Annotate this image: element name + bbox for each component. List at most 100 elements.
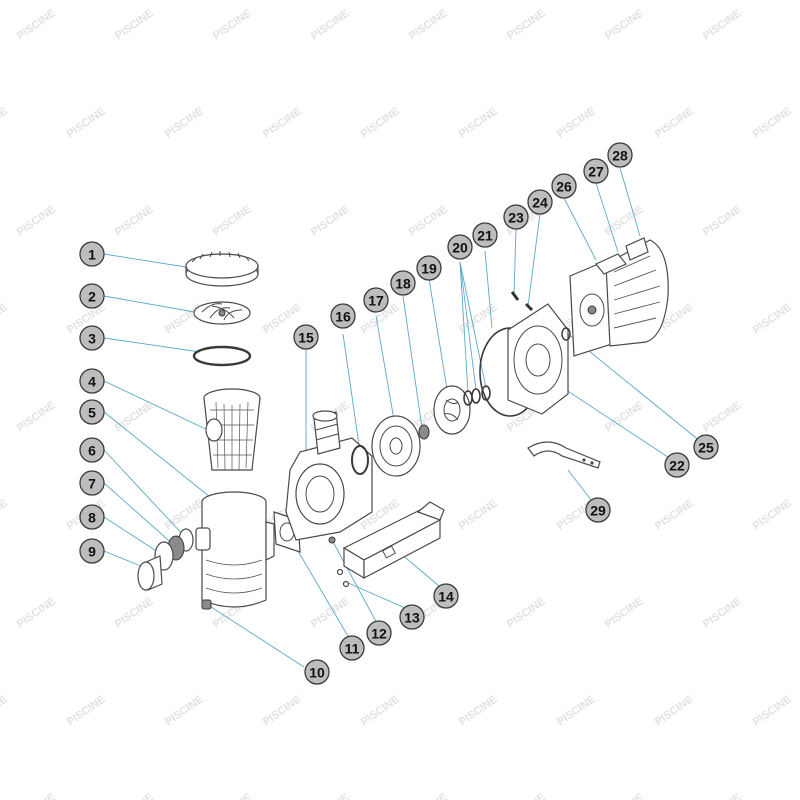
badge-4: 4 xyxy=(79,368,105,394)
strainer-basket xyxy=(203,388,261,471)
badge-27-circle xyxy=(583,158,609,184)
badge-10-circle xyxy=(304,659,330,685)
watermark-text: PISCINE xyxy=(603,7,646,42)
badge-14-circle xyxy=(433,583,459,609)
badge-13-circle xyxy=(399,604,425,630)
watermark-text: PISCINE xyxy=(505,595,548,630)
badge-5-circle xyxy=(79,399,105,425)
badge-24-label: 24 xyxy=(532,195,548,211)
watermark-text: PISCINE xyxy=(359,105,402,140)
watermark-text: PISCINE xyxy=(457,105,500,140)
impeller-nut xyxy=(418,424,430,440)
badge-22-circle xyxy=(664,452,690,478)
badge-27-label: 27 xyxy=(588,164,604,180)
badge-11-circle xyxy=(339,635,365,661)
badge-17-label: 17 xyxy=(368,293,384,309)
badge-20-label: 20 xyxy=(452,240,468,256)
watermark-text: PISCINE xyxy=(211,791,254,800)
badge-15-circle xyxy=(293,324,319,350)
badge-9: 9 xyxy=(79,538,105,564)
watermark-text: PISCINE xyxy=(701,203,744,238)
badge-23: 23 xyxy=(503,204,529,230)
watermark-text: PISCINE xyxy=(309,7,352,42)
watermark-text: PISCINE xyxy=(505,7,548,42)
badge-1-circle xyxy=(79,241,105,267)
watermark-text: PISCINE xyxy=(113,595,156,630)
badge-17: 17 xyxy=(363,287,389,313)
watermark-text: PISCINE xyxy=(211,7,254,42)
motor-base-bracket xyxy=(342,501,445,580)
union-fittings xyxy=(137,528,194,591)
shaft-washer xyxy=(561,327,571,341)
badge-28: 28 xyxy=(607,142,633,168)
badge-22: 22 xyxy=(664,452,690,478)
badge-6-circle xyxy=(79,437,105,463)
badge-12: 12 xyxy=(366,620,392,646)
strainer-lid-ring xyxy=(185,251,259,287)
badge-21-circle xyxy=(472,222,498,248)
badge-2-label: 2 xyxy=(88,289,96,305)
badge-23-circle xyxy=(503,204,529,230)
watermark-text: PISCINE xyxy=(113,791,156,800)
badge-15: 15 xyxy=(293,324,319,350)
badge-5-label: 5 xyxy=(88,405,96,421)
badge-13-label: 13 xyxy=(404,610,420,626)
badge-8: 8 xyxy=(79,504,105,530)
watermark-text: PISCINE xyxy=(407,7,450,42)
watermark-text: PISCINE xyxy=(309,595,352,630)
badge-12-label: 12 xyxy=(371,626,387,642)
watermark-text: PISCINE xyxy=(261,693,304,728)
watermark-text: PISCINE xyxy=(653,105,696,140)
badge-26-circle xyxy=(551,173,577,199)
watermark-text: PISCINE xyxy=(701,791,744,800)
badge-6-label: 6 xyxy=(88,443,96,459)
badge-4-label: 4 xyxy=(88,374,96,390)
watermark-text: PISCINE xyxy=(701,595,744,630)
watermark-text: PISCINE xyxy=(359,693,402,728)
badge-25-circle xyxy=(693,434,719,460)
watermark-text: PISCINE xyxy=(751,301,794,336)
watermark-text: PISCINE xyxy=(163,497,206,532)
badge-2-circle xyxy=(79,283,105,309)
badge-1-label: 1 xyxy=(88,247,96,263)
watermark-text: PISCINE xyxy=(457,693,500,728)
watermark-text: PISCINE xyxy=(211,203,254,238)
badge-14: 14 xyxy=(433,583,459,609)
watermark-text: PISCINE xyxy=(0,301,10,336)
badge-19: 19 xyxy=(416,255,442,281)
watermark-text: PISCINE xyxy=(309,791,352,800)
watermark-text: PISCINE xyxy=(751,693,794,728)
badge-16-circle xyxy=(330,303,356,329)
watermark-text: PISCINE xyxy=(113,399,156,434)
motor xyxy=(569,237,669,357)
watermark-text: PISCINE xyxy=(407,791,450,800)
watermark-text: PISCINE xyxy=(65,105,108,140)
watermark-text: PISCINE xyxy=(163,693,206,728)
watermark-text: PISCINE xyxy=(457,497,500,532)
watermark-text: PISCINE xyxy=(653,693,696,728)
watermark-text: PISCINE xyxy=(407,203,450,238)
badge-18: 18 xyxy=(390,270,416,296)
watermark-text: PISCINE xyxy=(113,7,156,42)
badge-3-label: 3 xyxy=(88,331,96,347)
watermark-text: PISCINE xyxy=(701,399,744,434)
diffuser xyxy=(371,415,421,477)
badge-13: 13 xyxy=(399,604,425,630)
watermark-text: PISCINE xyxy=(603,399,646,434)
badge-29-label: 29 xyxy=(590,503,606,519)
badge-7: 7 xyxy=(79,470,105,496)
badge-7-label: 7 xyxy=(88,476,96,492)
pre-filter-housing xyxy=(195,491,275,608)
badge-24-circle xyxy=(527,189,553,215)
lid-o-ring xyxy=(192,345,252,367)
watermark-text: PISCINE xyxy=(751,105,794,140)
watermark-layer: PISCINE PISCINE PISCINE PISCINE PISCINE PISCI… xyxy=(0,7,800,800)
watermark-text: PISCINE xyxy=(751,497,794,532)
badge-27: 27 xyxy=(583,158,609,184)
badge-11: 11 xyxy=(339,635,365,661)
badge-14-label: 14 xyxy=(438,589,454,605)
part-number-badges: 1234567891011121314151617181920212223242… xyxy=(79,142,719,685)
body-o-ring xyxy=(351,445,369,475)
watermark-text: PISCINE xyxy=(15,595,58,630)
badge-19-circle xyxy=(416,255,442,281)
